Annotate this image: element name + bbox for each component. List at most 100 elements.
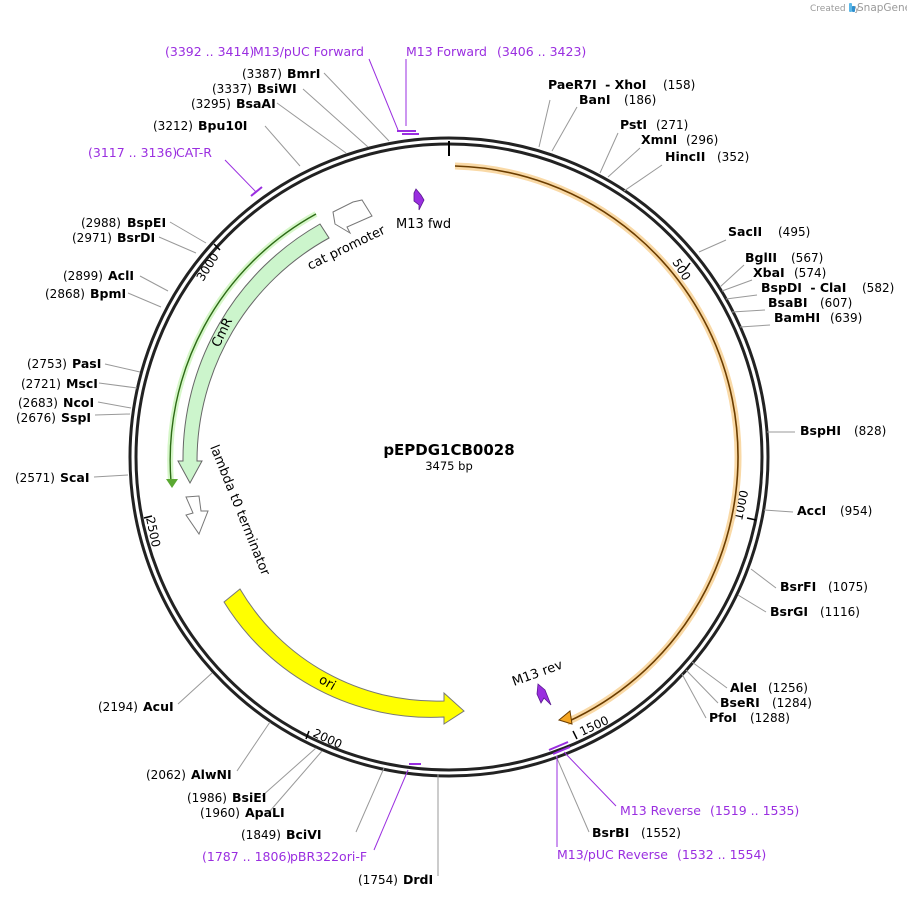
site-bglii: BglII <box>745 250 777 265</box>
site-bsaai: BsaAI <box>236 96 276 111</box>
site-acci-pos: (954) <box>840 504 872 518</box>
ori-arrow <box>223 588 465 725</box>
site-bsiei-pos: (1986) <box>187 791 227 805</box>
leader-line <box>98 382 138 389</box>
site-xbai: XbaI <box>753 265 785 280</box>
site-bsphi: BspHI <box>800 423 841 438</box>
site-psti-pos: (271) <box>656 118 688 132</box>
site-paer7i-pos: (158) <box>663 78 695 92</box>
tick-label-3000: 3000 <box>194 250 222 283</box>
restriction-sites-right: PaeR7I - XhoI (158) BanI (186) PstI (271… <box>548 77 894 840</box>
leader-line <box>623 164 663 192</box>
site-bsrbi-pos: (1552) <box>641 826 681 840</box>
leader-line <box>698 239 727 253</box>
primer-leader-line <box>368 58 399 131</box>
site-ncoi-pos: (2683) <box>18 396 58 410</box>
site-drdi: DrdI <box>403 872 433 887</box>
leader-line <box>355 767 385 833</box>
site-msci: MscI <box>66 376 98 391</box>
leader-line <box>139 275 169 292</box>
site-alwni-pos: (2062) <box>146 768 186 782</box>
site-pfoi-pos: (1288) <box>750 711 790 725</box>
site-alei-pos: (1256) <box>768 681 808 695</box>
leader-line <box>94 413 131 416</box>
site-drdi-pos: (1754) <box>358 873 398 887</box>
leader-line <box>763 509 794 513</box>
tick-label-2500: 2500 <box>143 516 163 549</box>
site-bamhi-pos: (639) <box>830 311 862 325</box>
site-pasi-pos: (2753) <box>27 357 67 371</box>
site-bcivi-pos: (1849) <box>241 828 281 842</box>
site-acui: AcuI <box>143 699 174 714</box>
site-bsrbi: BsrBI <box>592 825 629 840</box>
m13-fwd-arrow <box>413 188 425 211</box>
tick-mark <box>213 243 221 251</box>
site-acli-pos: (2899) <box>63 269 103 283</box>
site-bspdi: BspDI - ClaI <box>761 280 846 295</box>
primer-m13-reverse: M13 Reverse <box>620 803 701 818</box>
site-bpmi: BpmI <box>90 286 126 301</box>
site-hincii: HincII <box>665 149 705 164</box>
leader-line <box>731 309 766 313</box>
site-xmni-pos: (296) <box>686 133 718 147</box>
leader-line <box>276 102 347 154</box>
leader-line <box>158 236 197 254</box>
site-bsrgi-pos: (1116) <box>820 605 860 619</box>
primer-leader-lines <box>224 58 617 851</box>
leader-line <box>169 221 207 244</box>
leader-line <box>261 747 317 797</box>
leader-lines <box>93 72 795 876</box>
primer-m13-forward: M13 Forward <box>406 44 487 59</box>
site-bcivi: BciVI <box>286 827 322 842</box>
lambda-terminator-label: lambda t0 terminator <box>206 443 272 579</box>
backbone-outer <box>128 136 770 778</box>
leader-line <box>555 755 590 833</box>
primer-leader-line <box>373 769 409 851</box>
primer-m13-forward-range: (3406 .. 3423) <box>497 44 586 59</box>
site-bglii-pos: (567) <box>791 251 823 265</box>
primer-marks <box>250 130 571 765</box>
ori-label: ori <box>316 672 338 693</box>
site-sacii-pos: (495) <box>778 225 810 239</box>
site-pfoi: PfoI <box>709 710 737 725</box>
primer-mark-cat-r <box>250 186 263 197</box>
site-scai-pos: (2571) <box>15 471 55 485</box>
primer-m13-puc-forward-range: (3392 .. 3414) <box>165 44 254 59</box>
site-bsphi-pos: (828) <box>854 424 886 438</box>
leader-line <box>599 132 619 174</box>
primer-leader-line <box>563 751 617 807</box>
site-bpu10i-pos: (3212) <box>153 119 193 133</box>
leader-line <box>681 673 707 719</box>
primer-cat-r-range: (3117 .. 3136) <box>88 145 177 160</box>
primer-mark-m13-puc-reverse <box>552 746 571 755</box>
site-bmri: BmrI <box>287 66 320 81</box>
primer-m13-puc-reverse: M13/pUC Reverse <box>557 847 668 862</box>
orange-arc-arrowhead <box>557 710 573 725</box>
m13-rev-arrow <box>536 683 552 706</box>
site-bspei-pos: (2988) <box>81 216 121 230</box>
site-alei: AleI <box>730 680 757 695</box>
site-bamhi: BamHI <box>774 310 820 325</box>
leader-line <box>269 750 323 812</box>
tick-mark <box>572 730 578 740</box>
m13-fwd-label: M13 fwd <box>396 217 451 232</box>
leader-line <box>97 401 132 409</box>
leader-line <box>236 721 271 772</box>
site-bsrdi: BsrDI <box>117 230 155 245</box>
primer-leader-line <box>224 159 257 193</box>
site-bsrgi: BsrGI <box>770 604 808 619</box>
site-hincii-pos: (352) <box>717 150 749 164</box>
site-acci: AccI <box>797 503 826 518</box>
site-xmni: XmnI <box>641 132 677 147</box>
primer-pbr322ori-f: pBR322ori-F <box>290 849 367 864</box>
leader-line <box>719 264 745 288</box>
site-bsabi-pos: (607) <box>820 296 852 310</box>
site-apali: ApaLI <box>245 805 285 820</box>
site-acli: AclI <box>108 268 134 283</box>
site-psti: PstI <box>620 117 647 132</box>
site-bsiei: BsiEI <box>232 790 266 805</box>
leader-line <box>691 661 728 689</box>
leader-line <box>750 568 777 589</box>
primer-mark-m13-reverse <box>548 741 569 751</box>
